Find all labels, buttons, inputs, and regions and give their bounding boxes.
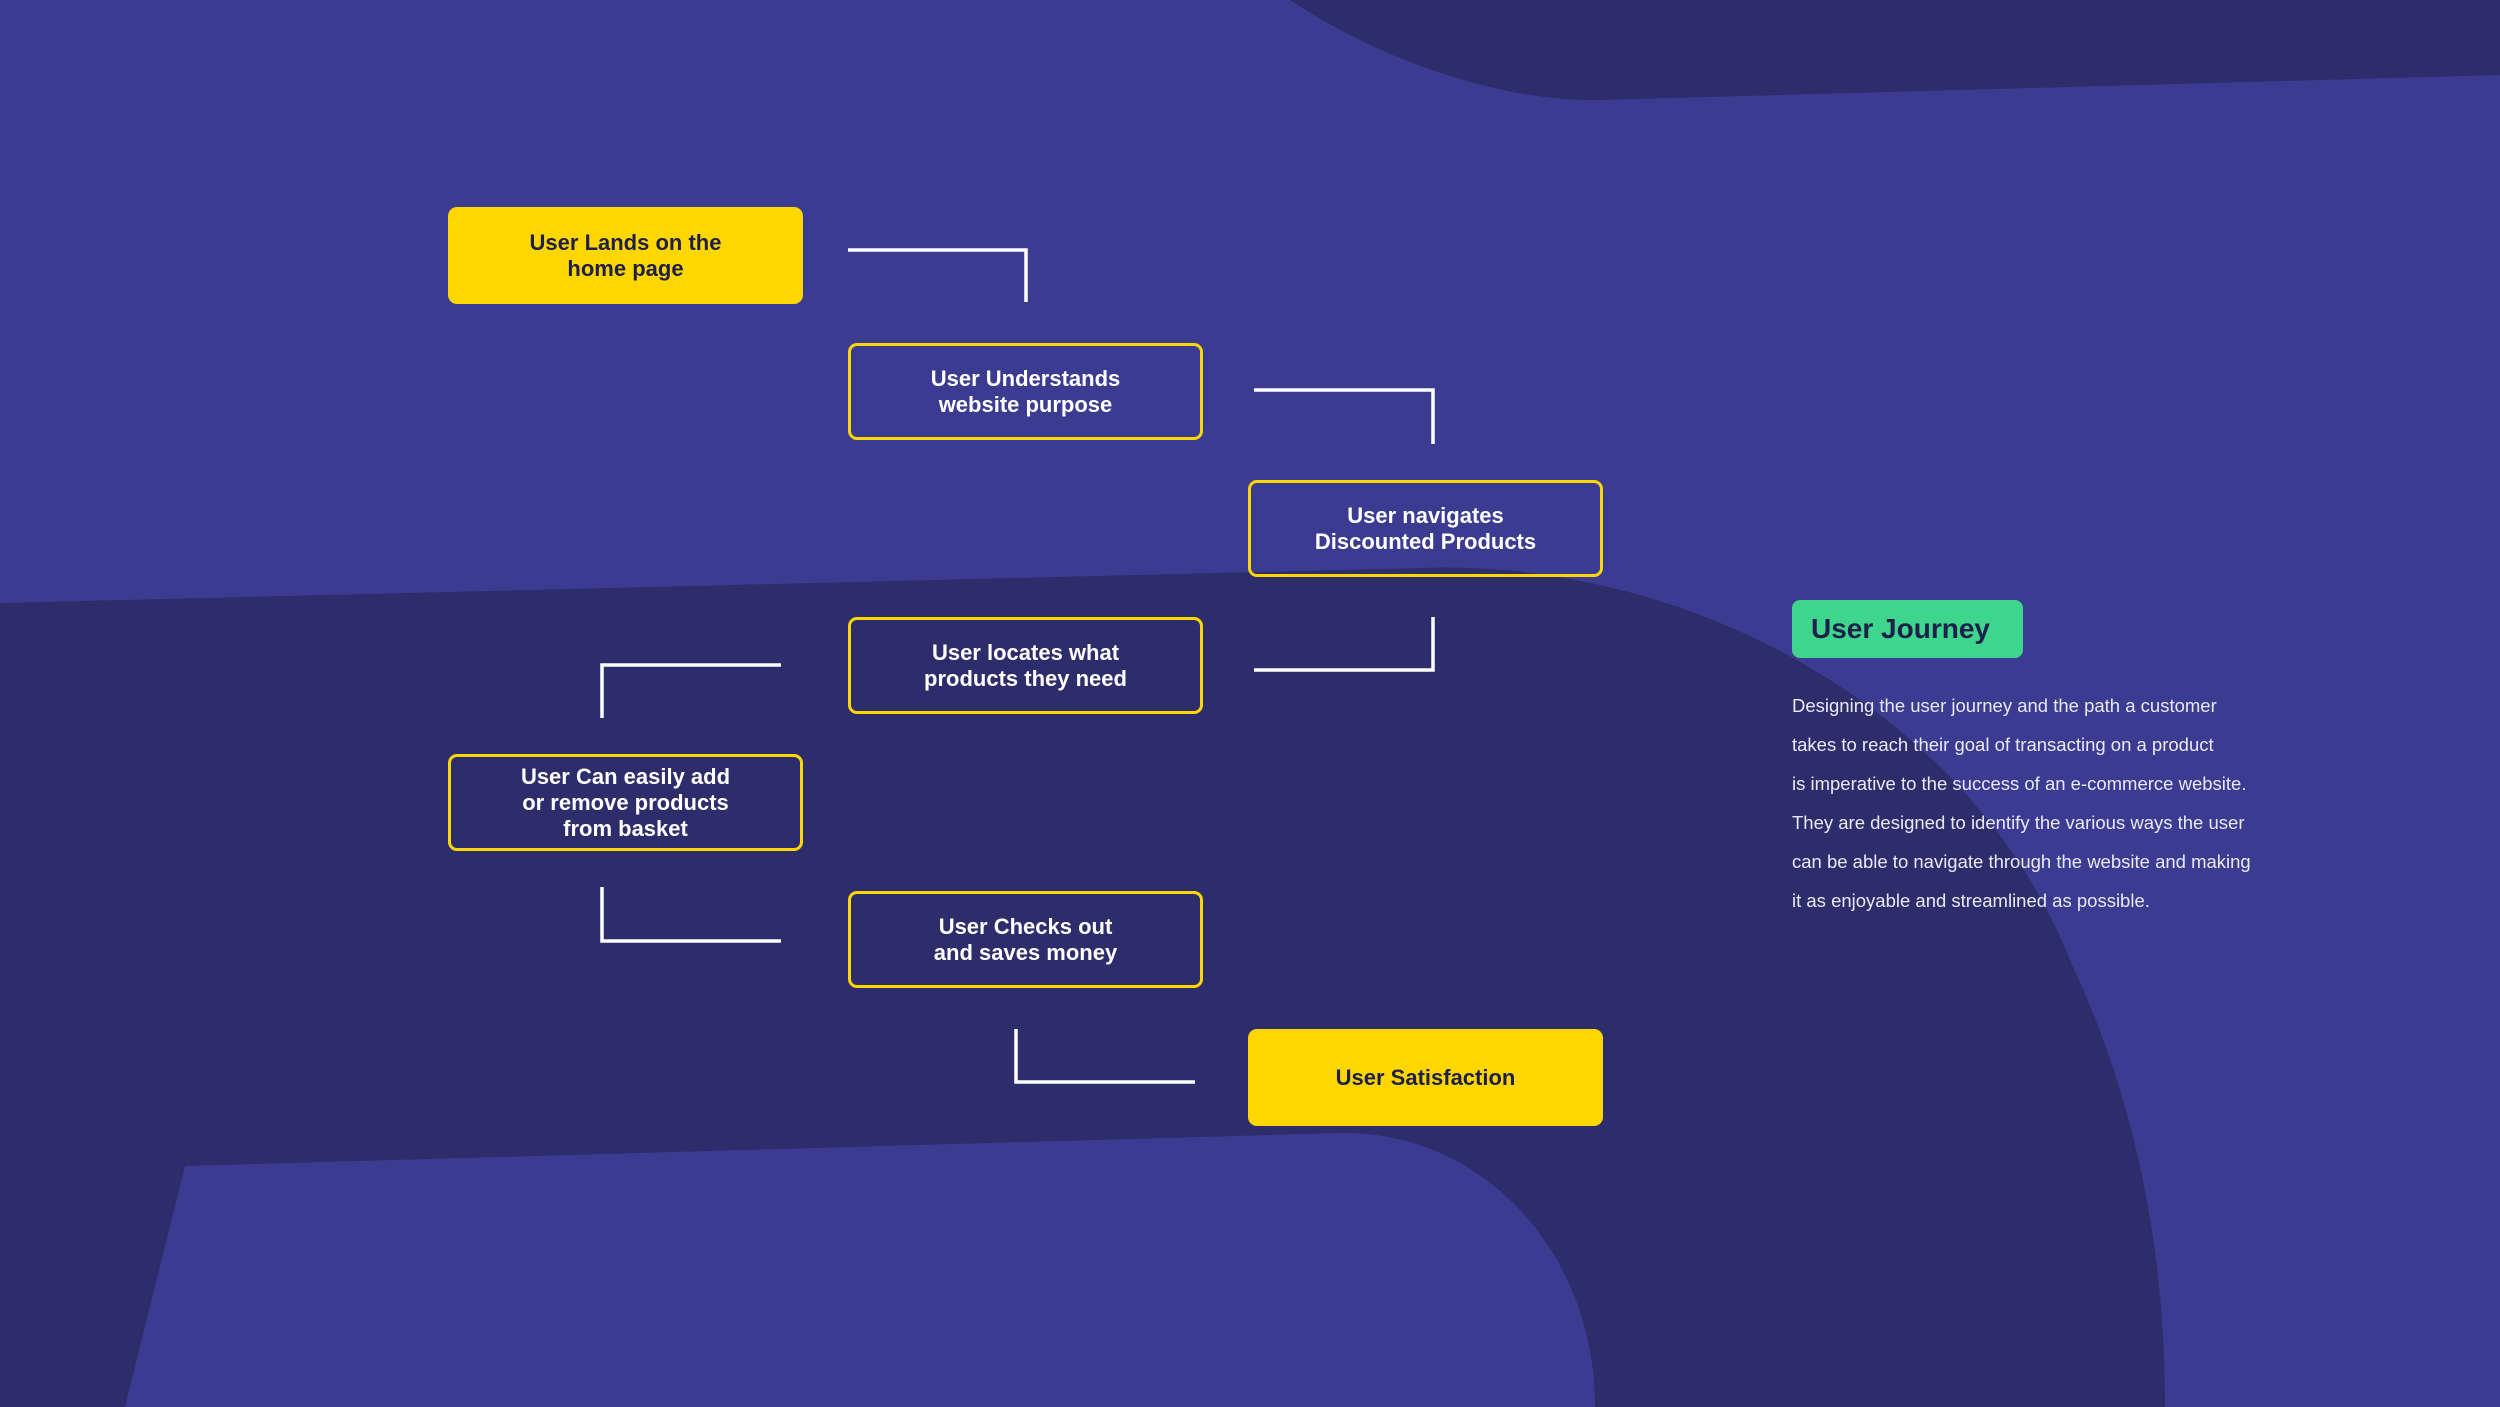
- badge-label: User Journey: [1811, 613, 1990, 644]
- step-navigates-discounted: User navigates Discounted Products: [1248, 480, 1603, 577]
- step-home-page: User Lands on the home page: [448, 207, 803, 304]
- step-understands-purpose: User Understands website purpose: [848, 343, 1203, 440]
- description-line: Designing the user journey and the path …: [1792, 695, 2217, 716]
- step-label: User Understands website purpose: [930, 365, 1121, 417]
- description-line: can be able to navigate through the webs…: [1792, 851, 2251, 872]
- step-edit-basket: User Can easily add or remove products f…: [448, 754, 803, 851]
- step-label: User Satisfaction: [1335, 1064, 1516, 1090]
- description-line: They are designed to identify the variou…: [1792, 812, 2245, 833]
- user-journey-badge: User Journey: [1792, 600, 2023, 658]
- description-line: it as enjoyable and streamlined as possi…: [1792, 890, 2150, 911]
- step-label: User navigates Discounted Products: [1314, 502, 1537, 554]
- step-label: User Can easily add or remove products f…: [520, 763, 731, 841]
- description-line: is imperative to the success of an e-com…: [1792, 773, 2247, 794]
- step-satisfaction: User Satisfaction: [1248, 1029, 1603, 1126]
- journey-description: Designing the user journey and the path …: [1792, 686, 2352, 920]
- step-checkout: User Checks out and saves money: [848, 891, 1203, 988]
- step-locates-products: User locates what products they need: [848, 617, 1203, 714]
- step-label: User Checks out and saves money: [933, 913, 1118, 965]
- step-label: User Lands on the home page: [529, 229, 722, 281]
- step-label: User locates what products they need: [924, 639, 1127, 691]
- description-line: takes to reach their goal of transacting…: [1792, 734, 2214, 755]
